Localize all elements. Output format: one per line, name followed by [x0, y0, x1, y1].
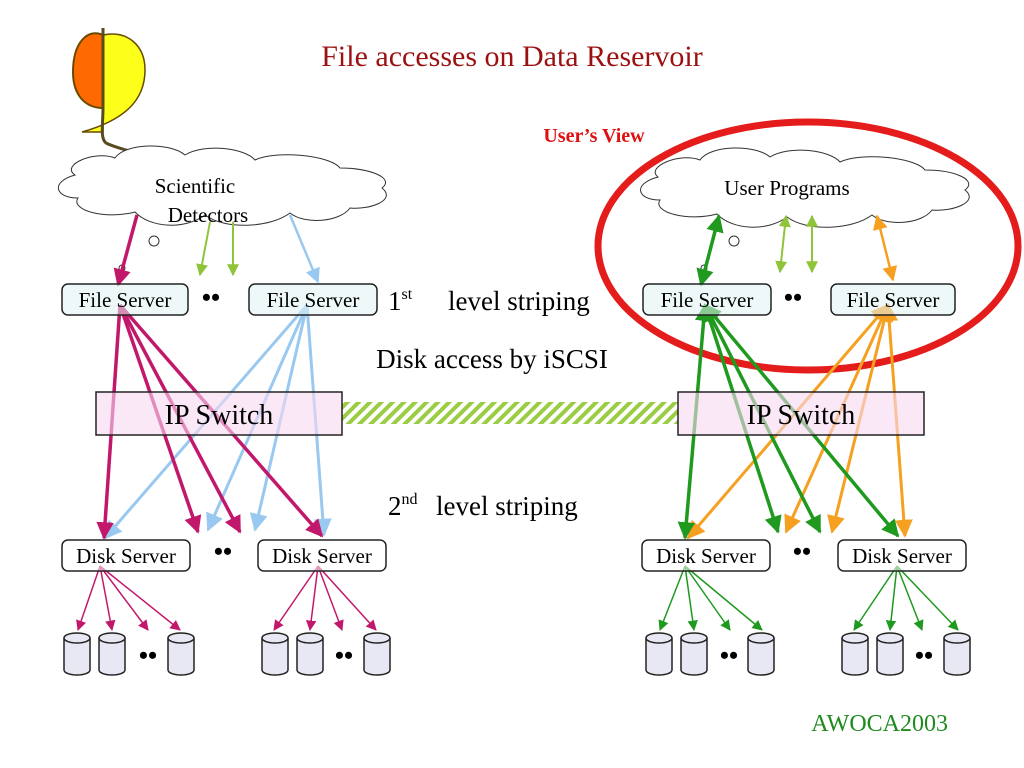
disk-icon [876, 632, 904, 676]
disk-server-label: Disk Server [76, 544, 176, 568]
disk-icon [167, 632, 195, 676]
file-server-label: File Server [79, 288, 172, 312]
disk-icon [841, 632, 869, 676]
footer-label: AWOCA2003 [811, 711, 948, 737]
file-server-right-1: File Server [642, 283, 772, 316]
cloud-scientific-detectors: Scientific Detectors [57, 145, 387, 272]
disk-server-label: Disk Server [272, 544, 372, 568]
striping-ordinal: 2 [388, 491, 402, 521]
striping-sup: nd [402, 491, 418, 508]
disk-icon [363, 632, 391, 676]
cloud-label-line1: Scientific [155, 174, 235, 198]
disk-server-right-2: Disk Server [837, 539, 967, 572]
ellipsis-left-ds: •• [214, 537, 232, 566]
svg-text:1st: 1st [388, 286, 413, 316]
disk-icon [261, 632, 289, 676]
ellipsis-right-fs: •• [784, 283, 802, 312]
disk-group-2: •• [261, 632, 391, 676]
cloud-label-line2: Detectors [168, 203, 248, 227]
file-server-label: File Server [847, 288, 940, 312]
disk-icon [747, 632, 775, 676]
striping-text: level striping [448, 286, 590, 316]
disk-access-label: Disk access by iSCSI [376, 344, 608, 374]
file-server-left-2: File Server [248, 283, 378, 316]
ellipsis-left-fs: •• [202, 283, 220, 312]
cloud-bubble [148, 235, 160, 247]
first-level-striping-label: 1st level striping [388, 286, 590, 316]
file-server-label: File Server [267, 288, 360, 312]
disk-icon [98, 632, 126, 676]
second-level-striping-label: 2nd level striping [388, 491, 578, 521]
striping-sup: st [402, 286, 413, 303]
ip-switch-label: IP Switch [165, 400, 274, 431]
cloud-user-programs: User Programs [640, 147, 970, 272]
ip-switch-right: IP Switch [677, 391, 925, 436]
disk-server-label: Disk Server [852, 544, 952, 568]
ip-switch-link [342, 402, 678, 424]
disk-server-label: Disk Server [656, 544, 756, 568]
file-server-label: File Server [661, 288, 754, 312]
disk-server-left-1: Disk Server [61, 539, 191, 572]
svg-text:2nd: 2nd [388, 491, 418, 521]
disk-ellipsis: •• [335, 641, 353, 670]
striping-ordinal: 1 [388, 286, 402, 316]
disk-icon [63, 632, 91, 676]
users-view-label: User’s View [543, 125, 645, 147]
disk-ellipsis: •• [720, 641, 738, 670]
disk-icon [680, 632, 708, 676]
disk-group-3: •• [645, 632, 775, 676]
disk-icon [645, 632, 673, 676]
logo [71, 28, 148, 162]
cloud-bubble [728, 235, 740, 247]
cloud-label-user-programs: User Programs [724, 176, 849, 200]
disk-group-1: •• [63, 632, 195, 676]
disk-ellipsis: •• [915, 641, 933, 670]
striping-text: level striping [436, 491, 578, 521]
disk-icon [296, 632, 324, 676]
ip-switch-label: IP Switch [747, 400, 856, 431]
ip-switch-left: IP Switch [95, 391, 343, 436]
disk-server-left-2: Disk Server [257, 539, 387, 572]
disk-group-4: •• [841, 632, 971, 676]
file-server-left-1: File Server [61, 283, 189, 316]
disk-icon [943, 632, 971, 676]
slide-title: File accesses on Data Reservoir [321, 40, 703, 73]
ellipsis-right-ds: •• [793, 537, 811, 566]
disk-server-right-1: Disk Server [641, 539, 771, 572]
file-server-right-2: File Server [830, 283, 956, 316]
disk-ellipsis: •• [139, 641, 157, 670]
